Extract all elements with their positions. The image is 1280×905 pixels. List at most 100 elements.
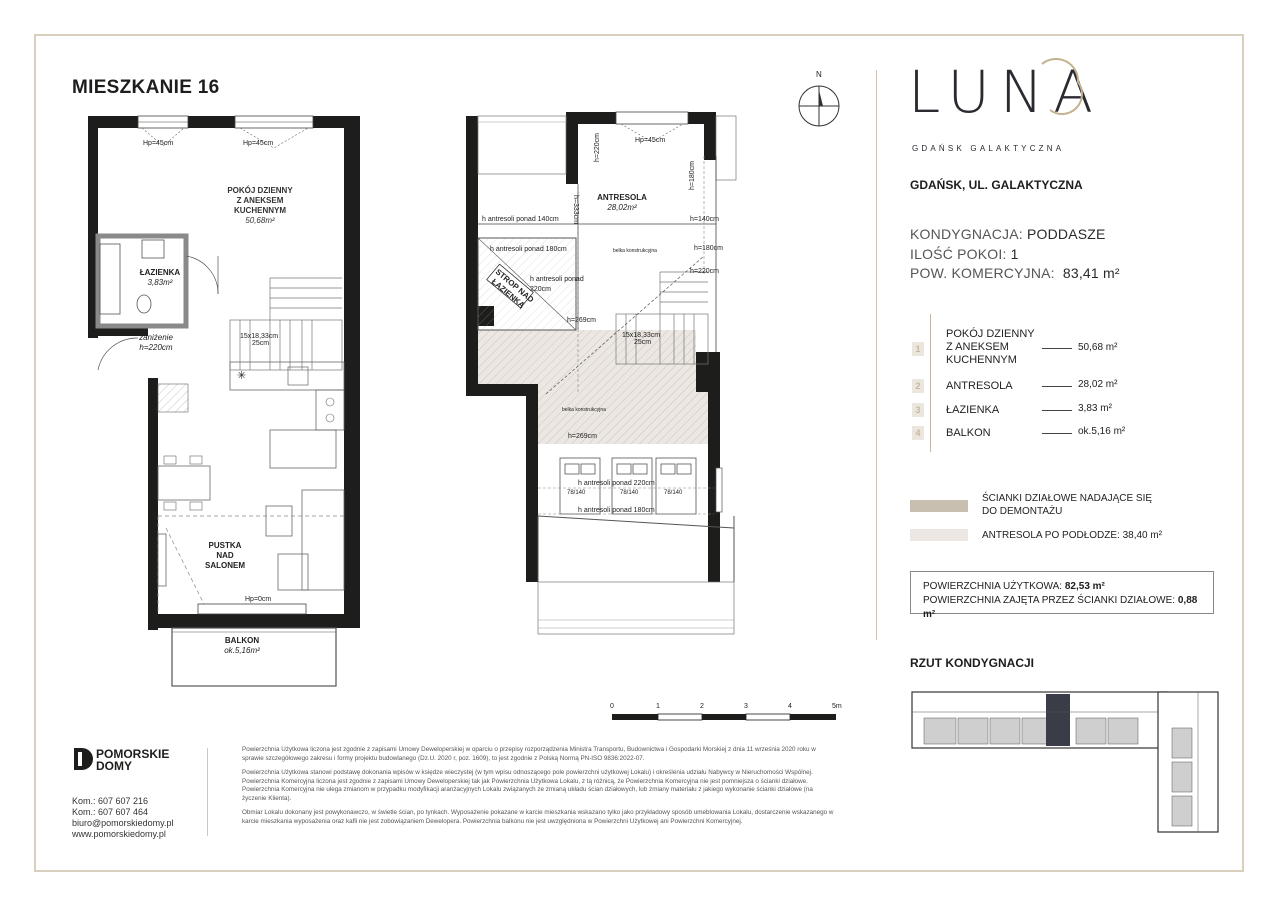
pow-label: POW. KOMERCYJNA:: [910, 265, 1055, 281]
bathroom-label: ŁAZIENKA 3,83m²: [130, 268, 190, 288]
room-area-4: ok.5,16 m²: [1078, 426, 1126, 437]
info-pokoje: ILOŚĆ POKOI: 1: [910, 246, 1019, 262]
scale-bar: [612, 713, 836, 721]
height-269-a: h=269cm: [567, 317, 596, 324]
height-180-vert: h=180cm: [689, 161, 696, 190]
brand-line1: POMORSKIE: [96, 747, 170, 761]
brand-line2: DOMY: [96, 759, 132, 773]
contact-info: Kom.: 607 607 216 Kom.: 607 607 464 biur…: [72, 796, 174, 840]
height-180-right: h=180cm: [694, 245, 723, 252]
window-hp-mezz: Hp=45cm: [635, 137, 666, 144]
info-kondygnacja: KONDYGNACJA: PODDASZE: [910, 226, 1106, 242]
bathroom-area: 3,83m²: [147, 278, 173, 287]
antresola-name: ANTRESOLA: [597, 193, 647, 202]
rzut-title: RZUT KONDYGNACJI: [910, 656, 1035, 670]
disclaimer: Powierzchnia Użytkowa liczona jest zgodn…: [242, 746, 838, 826]
logo-arc-icon: [1041, 57, 1083, 115]
height-180-box: h antresoli ponad 180cm: [490, 246, 567, 253]
living-room-name-line1: POKÓJ DZIENNY: [227, 186, 293, 195]
room-leader-3: [1042, 410, 1072, 411]
stairs-depth-main: 25cm: [252, 340, 270, 347]
height-180-bottom: h antresoli ponad 180cm: [578, 507, 655, 514]
room-name-2: ANTRESOLA: [946, 380, 1013, 392]
summary-uzytkowa: POWIERZCHNIA UŻYTKOWA: 82,53 m²: [923, 580, 1203, 594]
room-num-3: 3: [912, 403, 924, 417]
height-220-box-line1: h antresoli ponad: [530, 276, 584, 283]
legend-antresola: ANTRESOLA PO PODŁODZE: 38,40 m²: [982, 530, 1163, 541]
room-leader-1: [1042, 348, 1072, 349]
height-220-bottom: h antresoli ponad 220cm: [578, 480, 655, 487]
room-1-line3: KUCHENNYM: [946, 354, 1017, 366]
logo-subtitle: GDAŃSK GALAKTYCZNA: [912, 144, 1065, 153]
room-leader-2: [1042, 386, 1072, 387]
scale-0: 0: [610, 703, 614, 710]
summary-box: POWIERZCHNIA UŻYTKOWA: 82,53 m² POWIERZC…: [910, 571, 1214, 620]
height-140-right: h=140cm: [690, 216, 719, 223]
antresola-area: 28,02m²: [607, 203, 637, 212]
legend-walls-line1: ŚCIANKI DZIAŁOWE NADAJĄCE SIĘ: [982, 493, 1153, 504]
bed-size-3: 78/140: [664, 490, 683, 496]
height-220-vert: h=220cm: [594, 133, 601, 162]
stairs-depth-mezz: 25cm: [634, 339, 652, 346]
legend-walls-swatch: [910, 500, 968, 512]
void-line1: PUSTKA: [208, 541, 242, 550]
room-name-4: BALKON: [946, 427, 991, 439]
room-name-1: POKÓJ DZIENNY Z ANEKSEM KUCHENNYM: [946, 328, 1035, 367]
scianki-label: POWIERZCHNIA ZAJĘTA PRZEZ ŚCIANKI DZIAŁO…: [923, 595, 1176, 606]
disclaimer-para2: Powierzchnia Użytkowa stanowi podstawę d…: [242, 769, 813, 802]
room-num-4: 4: [912, 426, 924, 440]
legend-antresola-swatch: [910, 529, 968, 541]
scale-5: 5m: [832, 703, 842, 710]
floor-plan-mezzanine: [466, 111, 737, 635]
lowered-ceiling-line2: h=220cm: [139, 343, 173, 352]
panel-divider: [876, 70, 877, 640]
pomorskie-domy-brand: POMORSKIE DOMY: [96, 748, 169, 772]
room-table-divider: [930, 314, 931, 452]
living-room-name-line2: Z ANEKSEM: [236, 196, 284, 205]
living-room-name-line3: KUCHENNYM: [234, 206, 286, 215]
scale-1: 1: [656, 703, 660, 710]
compass-north-label: N: [816, 70, 822, 79]
height-140-left: h antresoli ponad 140cm: [482, 216, 559, 223]
address: GDAŃSK, UL. GALAKTYCZNA: [910, 178, 1083, 192]
compass-icon: [798, 85, 840, 127]
balcony-area: ok.5,16m²: [224, 646, 260, 655]
scale-3: 3: [744, 703, 748, 710]
disclaimer-para1: Powierzchnia Użytkowa liczona jest zgodn…: [242, 746, 816, 762]
disclaimer-para3: Obmiar Lokalu dokonany jest powykonawczo…: [242, 809, 834, 825]
scianki-value: 0,88 m²: [923, 595, 1198, 620]
legend-walls-line2: DO DEMONTAŻU: [982, 506, 1063, 517]
room-num-1: 1: [912, 342, 924, 356]
room-area-2: 28,02 m²: [1078, 379, 1118, 390]
room-leader-4: [1042, 433, 1072, 434]
balcony-label: BALKON ok.5,16m²: [212, 636, 272, 656]
pow-value: 83,41 m²: [1062, 265, 1120, 281]
website-link[interactable]: www.pomorskiedomy.pl: [72, 829, 166, 839]
phone-1: Kom.: 607 607 216: [72, 796, 149, 806]
void-line2: NAD: [216, 551, 234, 560]
kondygnacja-value: PODDASZE: [1026, 226, 1106, 242]
window-hp-2: Hp=45cm: [243, 140, 274, 147]
antresola-label: ANTRESOLA 28,02m²: [592, 193, 652, 213]
height-333: h=333cm: [572, 195, 579, 224]
kondygnacja-label: KONDYGNACJA:: [910, 226, 1023, 242]
room-area-1: 50,68 m²: [1078, 342, 1118, 353]
room-area-3: 3,83 m²: [1078, 403, 1112, 414]
lowered-ceiling-line1: zaniżenie: [139, 333, 173, 342]
bathroom-name: ŁAZIENKA: [139, 268, 181, 277]
room-name-3: ŁAZIENKA: [946, 404, 1000, 416]
height-220-box-line2: 220cm: [530, 286, 552, 293]
stairs-label-main: 15x18,33cm 25cm: [240, 333, 278, 347]
pokoje-value: 1: [1010, 246, 1019, 262]
lowered-ceiling-label: zaniżenie h=220cm: [126, 333, 186, 353]
stairs-dim-main: 15x18,33cm: [240, 333, 279, 340]
uzytkowa-label: POWIERZCHNIA UŻYTKOWA:: [923, 581, 1063, 592]
building-key-plan: [911, 691, 1219, 833]
balcony-name: BALKON: [224, 636, 260, 645]
void-line3: SALONEM: [205, 561, 245, 570]
email-link[interactable]: biuro@pomorskiedomy.pl: [72, 818, 174, 828]
beam-label-1: belka konstrukcyjna: [613, 248, 657, 254]
floor-plan-main: [88, 115, 360, 687]
stairs-dim-mezz: 15x18,33cm: [622, 332, 661, 339]
room-1-line2: Z ANEKSEM: [946, 341, 1009, 353]
